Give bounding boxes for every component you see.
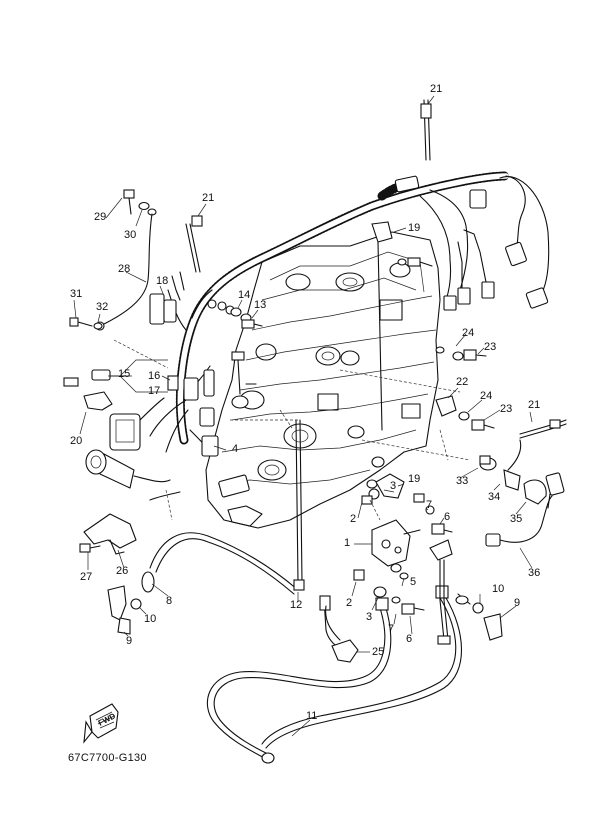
callout-17: 17 [148,385,161,397]
callout-16: 16 [148,370,161,382]
ground-wire-lower [293,419,349,653]
callout-22: 22 [456,376,469,388]
callout-19a: 19 [408,222,421,234]
washer-bolt-set [230,307,263,329]
fuse-holder [149,271,185,325]
drawing-code: 67C7700-G130 [68,752,147,764]
callout-32: 32 [96,301,109,313]
callout-15: 15 [118,368,131,380]
terminal-boot-left [107,585,142,635]
callout-23b: 23 [500,403,513,415]
starter-relay-center [353,473,453,645]
callout-7a: 7 [426,499,433,511]
callout-1: 1 [344,537,351,549]
callout-12: 12 [290,599,303,611]
ground-lead-assembly [69,189,157,331]
callout-2a: 2 [350,513,357,525]
callout-26: 26 [116,565,129,577]
harness-clips-right [371,221,495,431]
callout-19b: 19 [408,473,421,485]
callout-2b: 2 [346,597,353,609]
callout-24a: 24 [462,327,475,339]
mounting-bracket [79,513,137,555]
callout-6b: 6 [406,633,413,645]
callout-3b: 3 [366,611,373,623]
terminal-boot-right [455,593,503,641]
callout-21a: 21 [430,83,443,95]
callout-27: 27 [80,571,93,583]
callout-9a: 9 [126,635,133,647]
cable-clamp [325,605,359,663]
callout-10a: 10 [144,613,157,625]
callout-33: 33 [456,475,469,487]
fwd-arrow-icon [83,703,119,744]
callout-24b: 24 [480,390,493,402]
callout-8: 8 [166,595,173,607]
relay-group [63,369,179,391]
callout-31: 31 [70,288,83,300]
callout-21b: 21 [202,192,215,204]
callout-11: 11 [306,710,318,722]
callout-30: 30 [124,229,137,241]
callout-20: 20 [70,435,83,447]
callout-29: 29 [94,211,107,223]
cable-ties [185,99,567,439]
callout-4: 4 [232,443,239,455]
positive-battery-cable [206,585,462,764]
callout-6a: 6 [444,511,451,523]
callout-5: 5 [410,576,417,588]
leader-lines [73,95,533,737]
battery-cable [141,532,299,595]
callout-25: 25 [372,646,385,658]
ignition-parts [231,351,257,409]
sensors-right [479,439,565,547]
callout-28: 28 [118,263,131,275]
callout-35: 35 [510,513,523,525]
callout-9b: 9 [514,597,521,609]
callout-13: 13 [254,299,267,311]
callout-34: 34 [488,491,501,503]
callout-14: 14 [238,289,251,301]
callout-3a: 3 [390,480,397,492]
callout-7b: 7 [388,623,395,635]
callout-10b: 10 [492,583,505,595]
starter-relay-assembly [85,449,181,501]
rectifier-regulator [83,391,165,451]
callout-23a: 23 [484,341,497,353]
wire-harness [149,171,550,498]
callout-21c: 21 [528,399,541,411]
reference-lines [113,339,471,521]
engine-block [205,231,441,529]
callout-36: 36 [528,567,541,579]
callout-18: 18 [156,275,169,287]
